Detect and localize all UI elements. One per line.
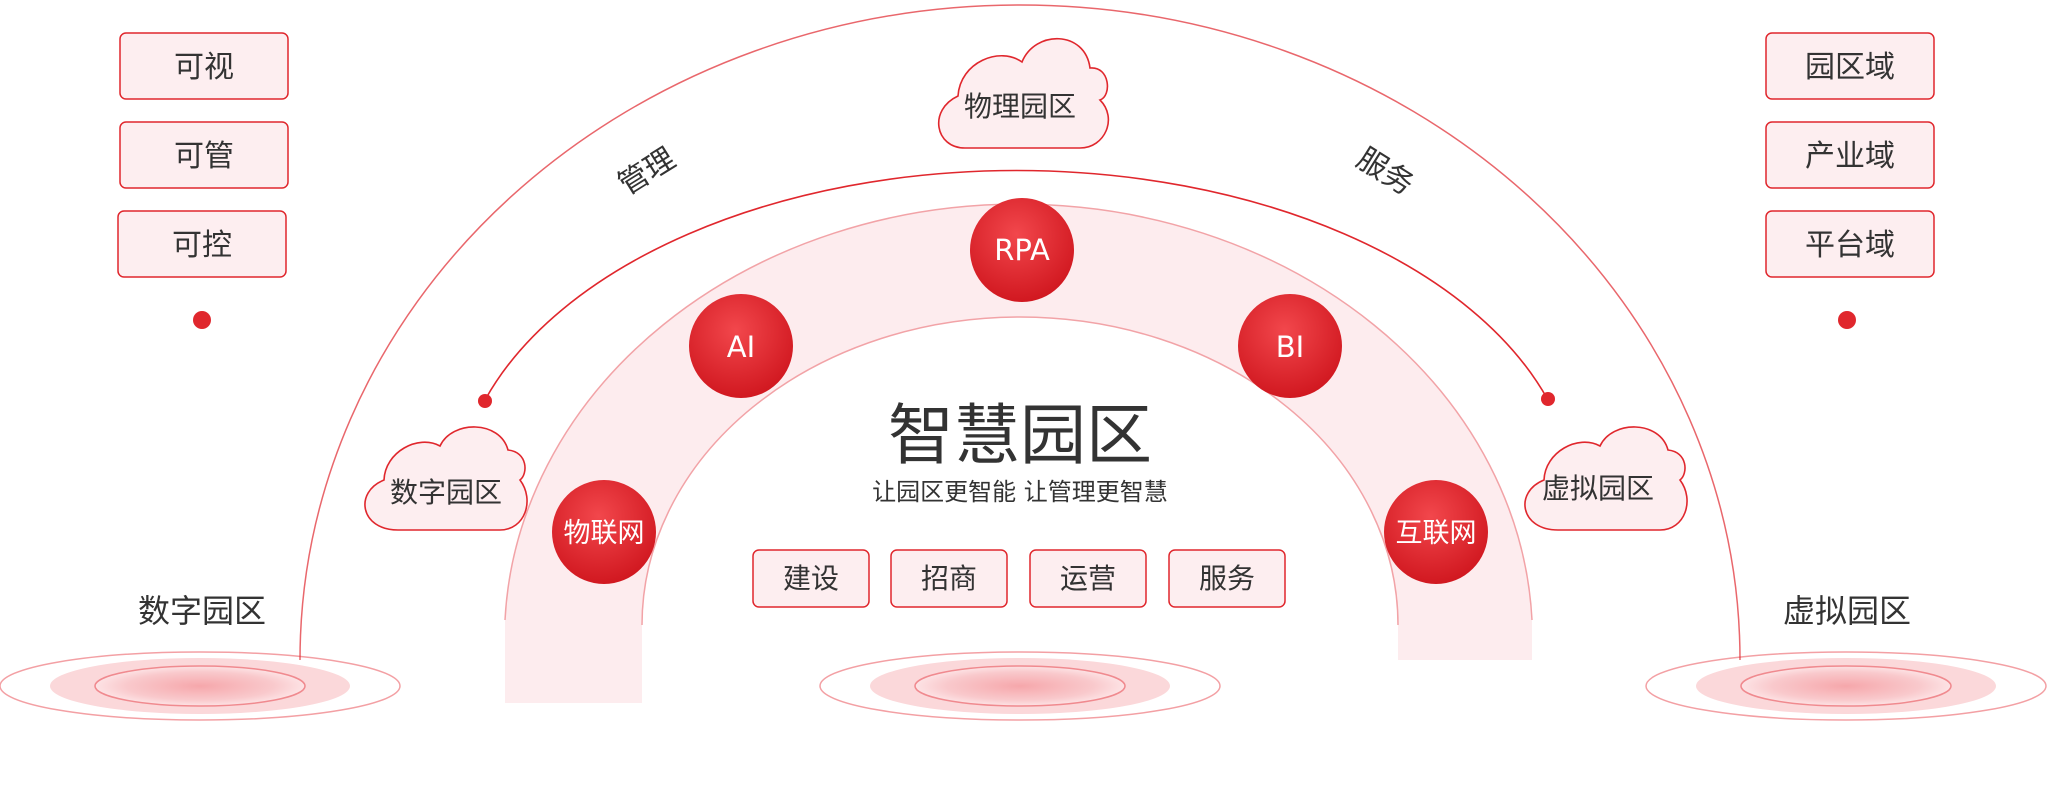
svg-text:建设: 建设: [783, 562, 839, 595]
left-item-manageable: 可管: [119, 121, 289, 189]
svg-text:BI: BI: [1276, 330, 1304, 364]
outer-arc: [299, 4, 1741, 661]
right-item-park-domain: 园区域: [1765, 32, 1935, 100]
service-box-serve: 服务: [1168, 549, 1286, 608]
svg-text:AI: AI: [727, 330, 755, 364]
right-item-platform-domain: 平台域: [1765, 210, 1935, 278]
center-subtitle: 让园区更智能 让管理更智慧: [872, 478, 1168, 506]
svg-text:招商: 招商: [921, 562, 977, 595]
left-base-label: 数字园区: [138, 592, 266, 630]
svg-text:园区域: 园区域: [1805, 50, 1895, 85]
left-item-controllable: 可控: [117, 210, 287, 278]
service-box-operate: 运营: [1029, 549, 1147, 608]
tech-node-rpa: RPA: [970, 198, 1074, 302]
base-pad-right: [1645, 651, 2047, 721]
left-item-visible: 可视: [119, 32, 289, 100]
svg-text:可控: 可控: [172, 228, 232, 263]
right-base-label: 虚拟园区: [1783, 592, 1911, 630]
middle-arc-dot-right: [1541, 392, 1555, 406]
svg-text:可视: 可视: [174, 50, 234, 85]
middle-arc-dot-left: [478, 394, 492, 408]
service-box-build: 建设: [752, 549, 870, 608]
svg-text:RPA: RPA: [994, 233, 1050, 267]
base-pad-left: [0, 651, 401, 721]
tech-node-internet: 互联网: [1384, 480, 1488, 584]
tech-node-bi: BI: [1238, 294, 1342, 398]
svg-text:平台域: 平台域: [1805, 228, 1895, 263]
right-item-industry-domain: 产业域: [1765, 121, 1935, 189]
cloud-physical-park: 物理园区: [937, 37, 1110, 149]
arc-label-manage: 管理: [612, 141, 681, 202]
svg-text:数字园区: 数字园区: [390, 476, 502, 509]
tech-node-iot: 物联网: [552, 480, 656, 584]
svg-text:互联网: 互联网: [1396, 518, 1477, 549]
service-box-invest: 招商: [890, 549, 1008, 608]
middle-arc: [484, 169, 1549, 401]
svg-text:服务: 服务: [1199, 562, 1255, 595]
svg-text:产业域: 产业域: [1805, 139, 1895, 174]
cloud-virtual-park: 虚拟园区: [1524, 426, 1688, 531]
svg-text:可管: 可管: [174, 139, 234, 174]
svg-text:运营: 运营: [1060, 562, 1116, 595]
base-pad-center: [819, 651, 1221, 721]
svg-text:物联网: 物联网: [564, 518, 645, 549]
tech-node-ai: AI: [689, 294, 793, 398]
arc-label-service: 服务: [1350, 141, 1419, 202]
center-title: 智慧园区: [888, 397, 1152, 474]
svg-text:虚拟园区: 虚拟园区: [1542, 472, 1654, 505]
cloud-digital-park: 数字园区: [364, 426, 528, 531]
svg-text:物理园区: 物理园区: [964, 90, 1076, 123]
